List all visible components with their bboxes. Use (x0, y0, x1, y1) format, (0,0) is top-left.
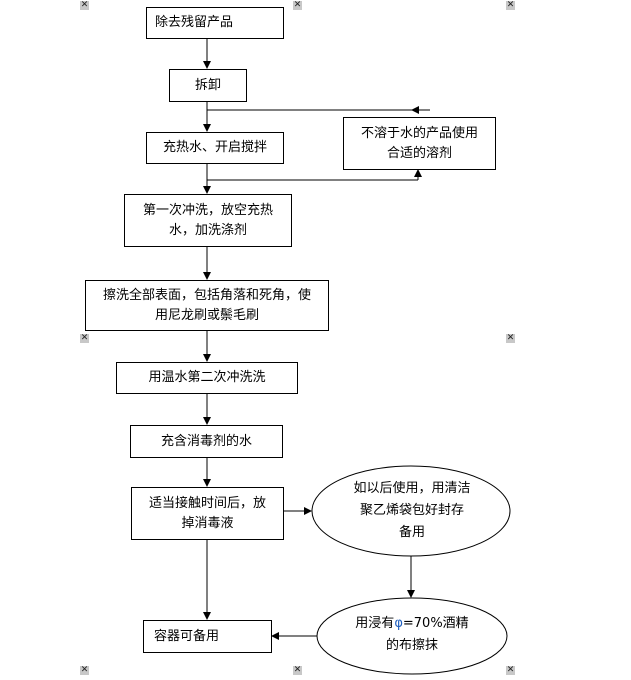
ellipse-alcohol-wipe-text: 用浸有φ=70%酒精 的布擦抹 (327, 613, 497, 657)
ellipse-storage-line3: 备用 (398, 525, 425, 540)
step-container-ready-label: 容器可备用 (154, 628, 220, 644)
step-scrub-surfaces-line2: 用尼龙刷或鬃毛刷 (154, 307, 259, 323)
step-remove-residue-label: 除去残留产品 (155, 15, 234, 30)
ellipse-alcohol-wipe-line2: 的布擦抹 (385, 638, 438, 653)
step-first-rinse: 第一次冲洗，放空充热 水，加洗涤剂 (124, 194, 292, 247)
resize-handle-top-center[interactable]: ✕ (293, 0, 302, 10)
resize-handle-bottom-left[interactable]: ✕ (80, 665, 89, 675)
side-solvent-note: 不溶于水的产品使用 合适的溶剂 (343, 117, 496, 170)
resize-handle-middle-right[interactable]: ✕ (506, 333, 515, 343)
step-second-rinse-label: 用温水第二次冲洗洗 (148, 370, 266, 385)
resize-handle-middle-left[interactable]: ✕ (80, 333, 89, 343)
step-first-rinse-line2: 水，加洗涤剂 (168, 222, 247, 238)
step-fill-hot-water-label: 充热水、开启搅拌 (162, 140, 267, 155)
step-scrub-surfaces-line1: 擦洗全部表面，包括角落和死角，使 (102, 287, 311, 303)
ellipse-alcohol-wipe-line1: 用浸有φ=70%酒精 (327, 613, 497, 635)
step-drain-disinfectant-line2: 掉消毒液 (181, 515, 234, 531)
resize-handle-bottom-center[interactable]: ✕ (293, 665, 302, 675)
ellipse-storage-line1: 如以后使用，用清洁 (353, 481, 471, 496)
step-fill-disinfectant-label: 充含消毒剂的水 (160, 433, 252, 449)
step-disassemble: 拆卸 (169, 69, 247, 102)
resize-handle-top-right[interactable]: ✕ (506, 0, 515, 10)
step-second-rinse: 用温水第二次冲洗洗 (116, 362, 298, 394)
side-solvent-note-line2: 合适的溶剂 (386, 145, 452, 161)
ellipse-storage-line2: 聚乙烯袋包好封存 (359, 503, 464, 518)
alcohol-wipe-concentration: =70%酒精 (402, 616, 469, 631)
phi-symbol: φ (394, 616, 403, 631)
alcohol-wipe-prefix: 用浸有 (355, 616, 395, 631)
step-remove-residue: 除去残留产品 (146, 7, 284, 39)
step-drain-disinfectant-line1: 适当接触时间后，放 (148, 495, 266, 511)
step-disassemble-label: 拆卸 (194, 77, 221, 93)
ellipse-storage-text: 如以后使用，用清洁 聚乙烯袋包好封存 备用 (322, 478, 502, 544)
step-fill-disinfectant: 充含消毒剂的水 (130, 425, 283, 458)
side-solvent-note-line1: 不溶于水的产品使用 (360, 125, 478, 141)
step-scrub-surfaces: 擦洗全部表面，包括角落和死角，使 用尼龙刷或鬃毛刷 (85, 280, 329, 331)
step-drain-disinfectant: 适当接触时间后，放 掉消毒液 (131, 487, 284, 540)
ellipse-alcohol-wipe (316, 597, 508, 675)
resize-handle-bottom-right[interactable]: ✕ (506, 665, 515, 675)
step-container-ready: 容器可备用 (143, 620, 272, 653)
step-first-rinse-line1: 第一次冲洗，放空充热 (142, 202, 273, 218)
step-fill-hot-water: 充热水、开启搅拌 (146, 132, 284, 164)
resize-handle-top-left[interactable]: ✕ (80, 0, 89, 10)
ellipse-storage (311, 465, 511, 557)
